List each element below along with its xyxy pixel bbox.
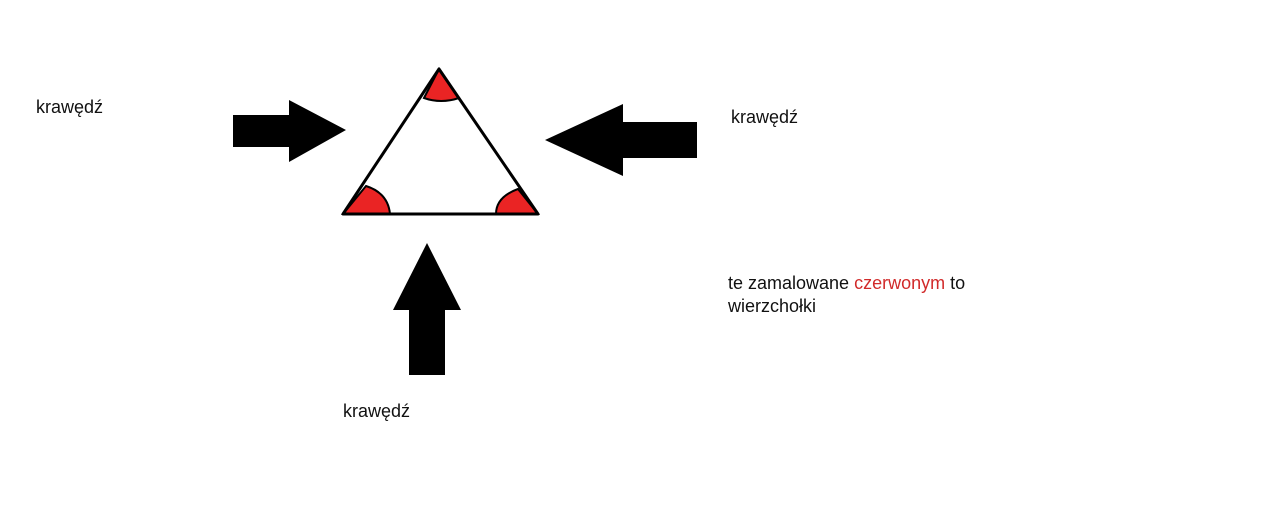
- note-highlighted-word: czerwonym: [854, 273, 946, 293]
- note-line-1: te zamalowane czerwonym to: [728, 272, 965, 295]
- left-vertex-fill: [340, 184, 392, 215]
- right-vertex-fill: [494, 187, 541, 215]
- note-line-1-suffix: to: [945, 273, 966, 293]
- vertex-explanation-note: te zamalowane czerwonym to wierzchołki: [728, 272, 965, 318]
- note-line-2: wierzchołki: [728, 296, 817, 316]
- note-line-1-prefix: te zamalowane: [728, 273, 855, 293]
- edge-label-left: krawędź: [36, 97, 104, 117]
- edge-label-right: krawędź: [731, 107, 799, 127]
- triangle-shape: [341, 67, 540, 216]
- left-arrow: [233, 100, 346, 162]
- bottom-arrow: [393, 243, 461, 375]
- right-arrow: [545, 104, 697, 176]
- edge-label-bottom: krawędź: [343, 401, 411, 421]
